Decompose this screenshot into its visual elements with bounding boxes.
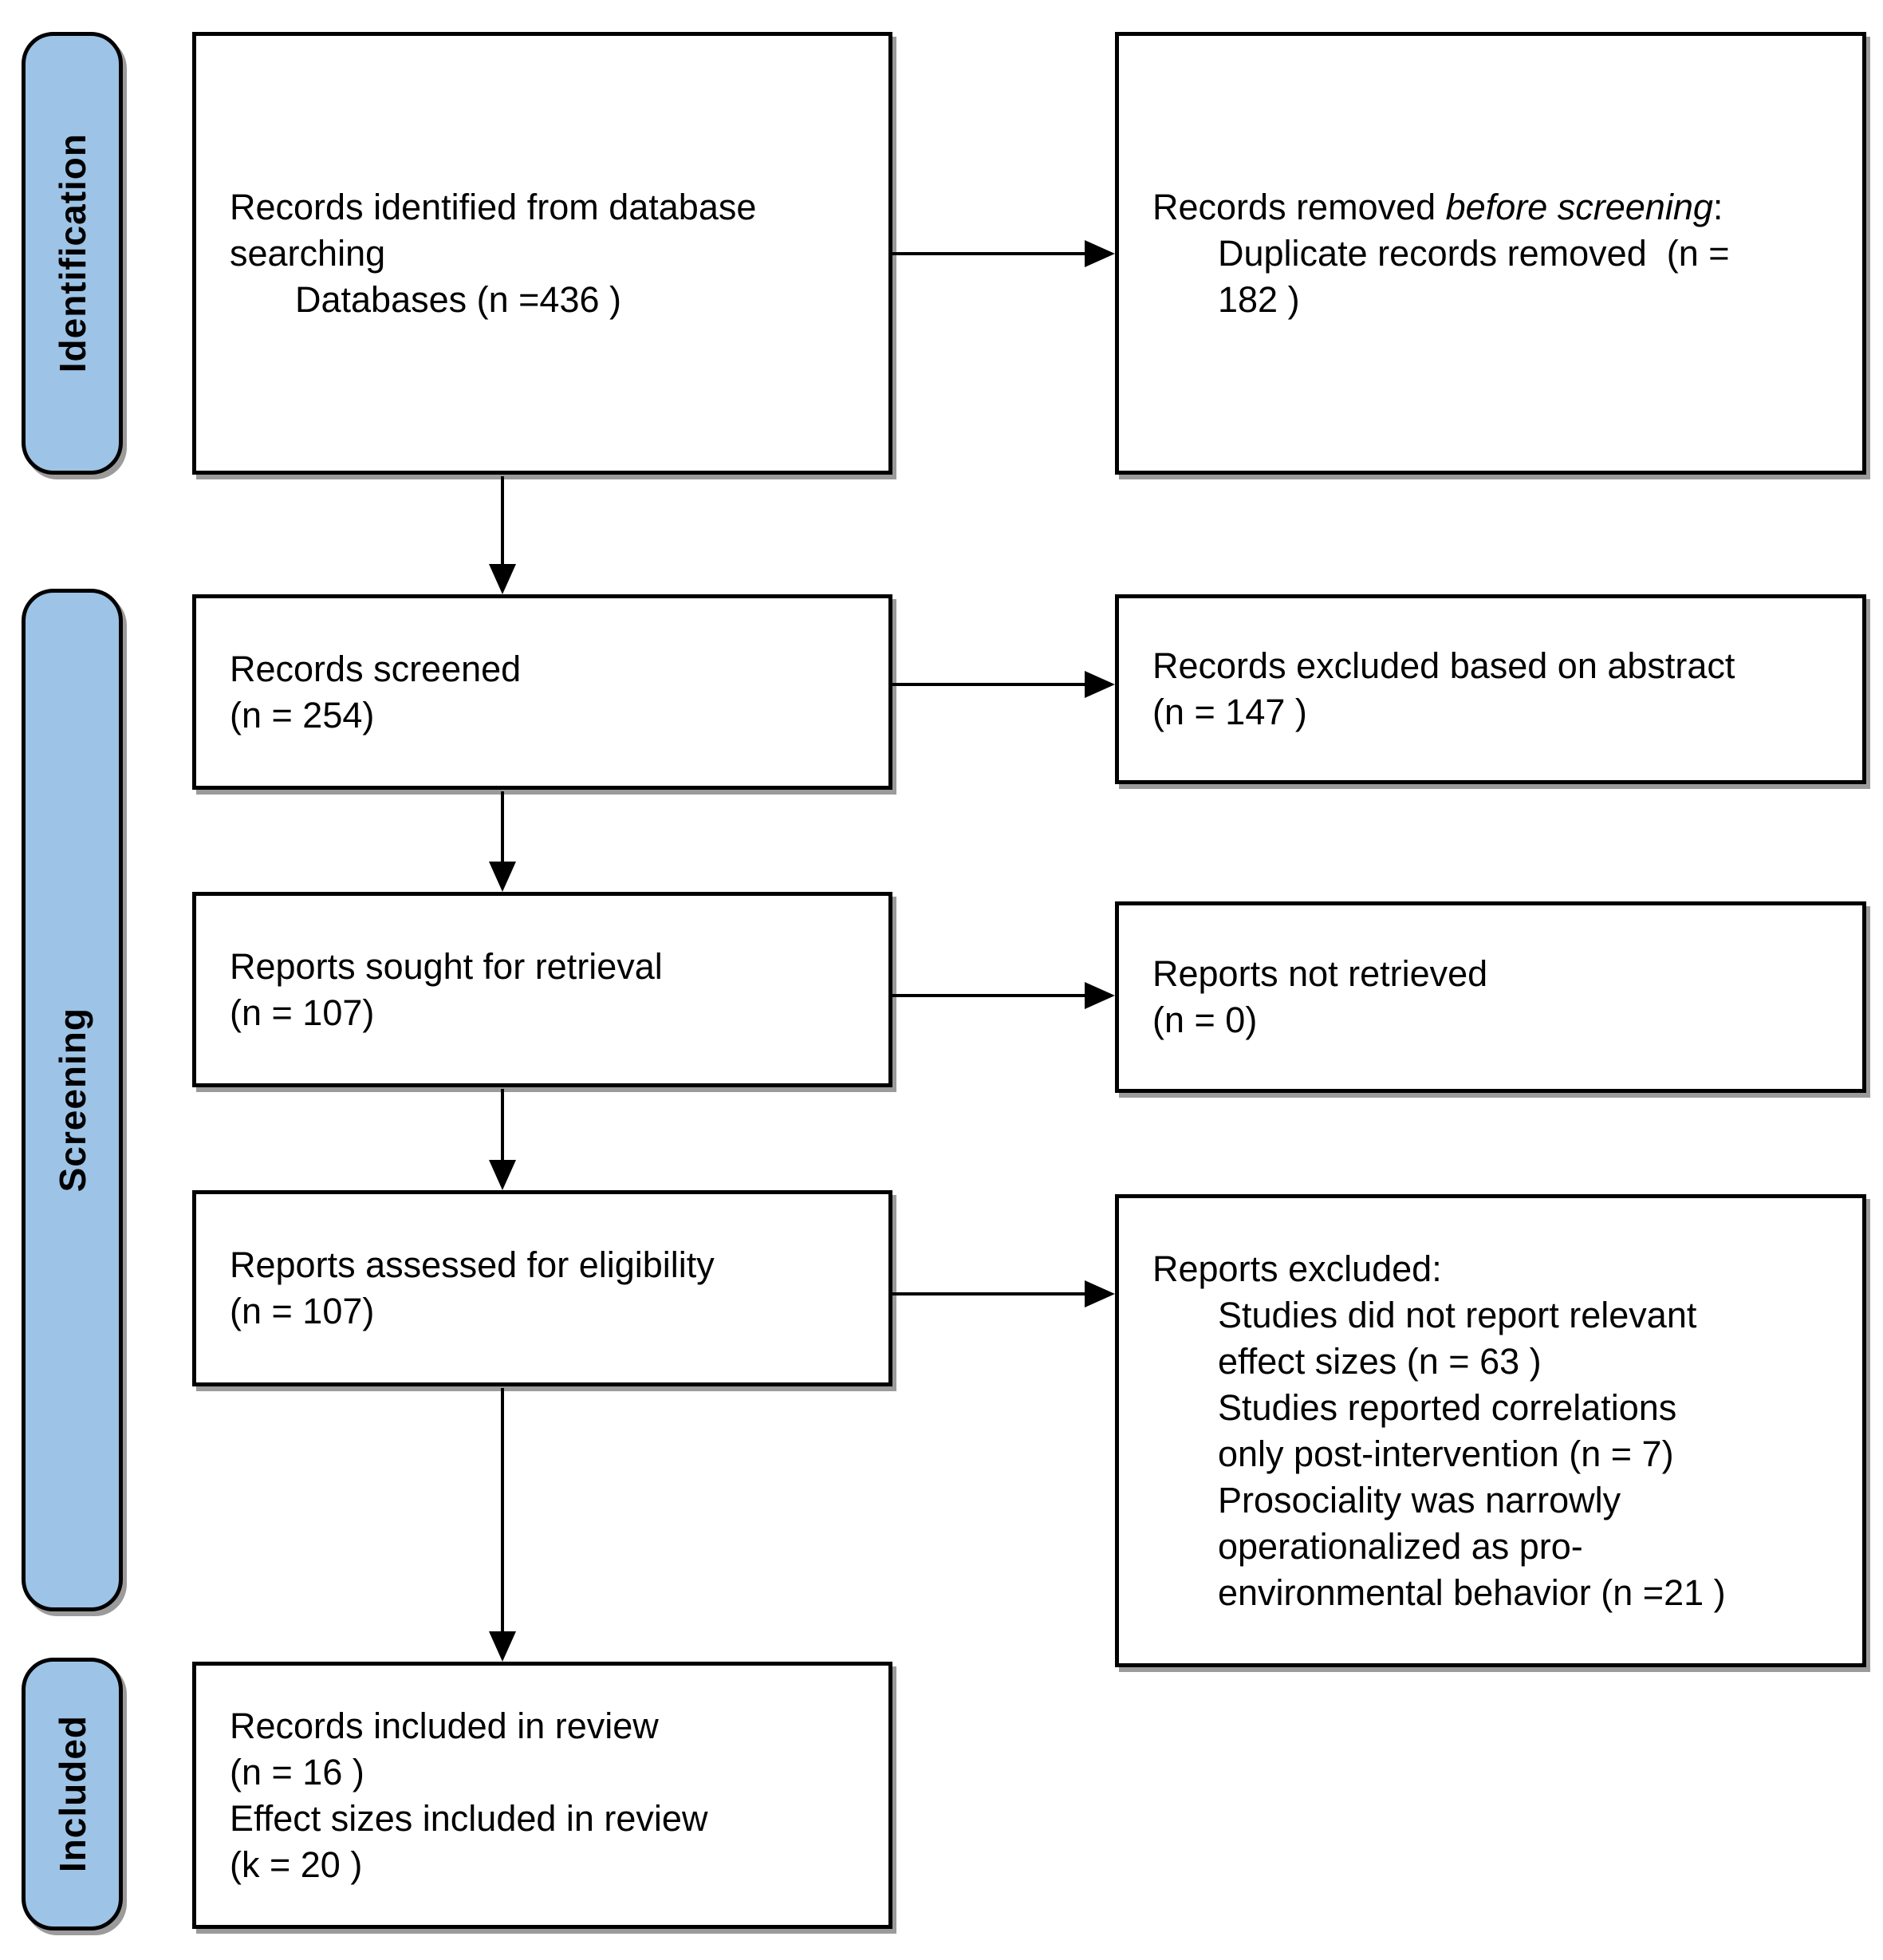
box-text: Reports assessed for eligibility (n = 107… (230, 1242, 855, 1335)
box-text: Reports not retrieved (n = 0) (1152, 951, 1829, 1043)
text-line: Reports sought for retrieval (230, 945, 663, 987)
text-line: Records excluded based on abstract (1152, 645, 1735, 686)
box-records-removed: Records removed before screening: Duplica… (1115, 32, 1866, 475)
arrow-sought-to-not-retrieved (892, 982, 1115, 1009)
stage-label-screening: Screening (51, 1008, 93, 1193)
text-line: Reports excluded: (1152, 1248, 1442, 1289)
box-records-screened: Records screened (n = 254) (192, 594, 892, 790)
box-text: Records screened (n = 254) (230, 646, 855, 739)
box-text: Records included in review (n = 16 ) Effec… (230, 1703, 855, 1888)
text-line: Reports not retrieved (1152, 953, 1488, 994)
stage-band-identification: Identification (22, 32, 123, 475)
text-line: Studies did not report relevant (1218, 1294, 1697, 1335)
text-line: operationalized as pro- (1218, 1525, 1583, 1567)
text-line: (n = 0) (1152, 1000, 1258, 1040)
box-reports-not-retrieved: Reports not retrieved (n = 0) (1115, 901, 1866, 1093)
box-reports-excluded: Reports excluded: Studies did not report … (1115, 1194, 1866, 1667)
text-line: Records included in review (230, 1705, 659, 1746)
text-line: Records identified from database (230, 186, 757, 227)
stage-band-included: Included (22, 1658, 123, 1930)
text-line: Prosociality was narrowly (1218, 1479, 1621, 1520)
text-line: (n = 107) (230, 1291, 375, 1331)
box-text: Records removed before screening: Duplica… (1152, 184, 1829, 323)
box-text: Reports sought for retrieval (n = 107) (230, 944, 855, 1036)
stage-label-identification: Identification (51, 133, 93, 373)
text-line: only post-intervention (n = 7) (1218, 1433, 1674, 1474)
arrow-assessed-to-excluded (892, 1280, 1115, 1307)
text-line: (n = 107) (230, 992, 375, 1033)
stage-label-included: Included (51, 1715, 93, 1873)
text-line: (k = 20 ) (230, 1844, 363, 1885)
arrow-screened-to-excluded (892, 671, 1115, 698)
text-line: Databases (n =436 ) (295, 278, 621, 320)
box-text: Reports excluded: Studies did not report … (1152, 1246, 1829, 1616)
box-records-included: Records included in review (n = 16 ) Effec… (192, 1662, 892, 1929)
text-line: searching (230, 232, 386, 274)
text-line: Studies reported correlations (1218, 1386, 1677, 1428)
box-reports-assessed: Reports assessed for eligibility (n = 107… (192, 1190, 892, 1386)
text-line: (n = 147 ) (1152, 692, 1307, 732)
text-line: (n = 254) (230, 694, 375, 735)
arrow-sought-to-assessed (489, 1089, 516, 1190)
text-line: environmental behavior (n =21 ) (1218, 1572, 1726, 1613)
arrow-screened-to-sought (489, 791, 516, 892)
text-line: (n = 16 ) (230, 1751, 364, 1792)
text-line: Duplicate records removed (n = (1218, 232, 1730, 274)
box-records-excluded-abstract: Records excluded based on abstract (n = 1… (1115, 594, 1866, 784)
arrow-identified-to-screened (489, 476, 516, 594)
text-line: Records screened (230, 648, 522, 689)
box-records-identified: Records identified from database searchin… (192, 32, 892, 475)
box-text: Records excluded based on abstract (n = 1… (1152, 643, 1829, 735)
text-line: Reports assessed for eligibility (230, 1244, 715, 1285)
box-text: Records identified from database searchin… (230, 184, 855, 323)
box-reports-sought: Reports sought for retrieval (n = 107) (192, 892, 892, 1087)
stage-band-screening: Screening (22, 589, 123, 1611)
arrow-identified-to-removed (892, 240, 1115, 267)
text-line: Records removed before screening: (1152, 186, 1723, 227)
text-line: Effect sizes included in review (230, 1797, 708, 1839)
text-line: 182 ) (1218, 278, 1300, 320)
arrow-assessed-to-included (489, 1388, 516, 1662)
text-line: effect sizes (n = 63 ) (1218, 1340, 1542, 1382)
